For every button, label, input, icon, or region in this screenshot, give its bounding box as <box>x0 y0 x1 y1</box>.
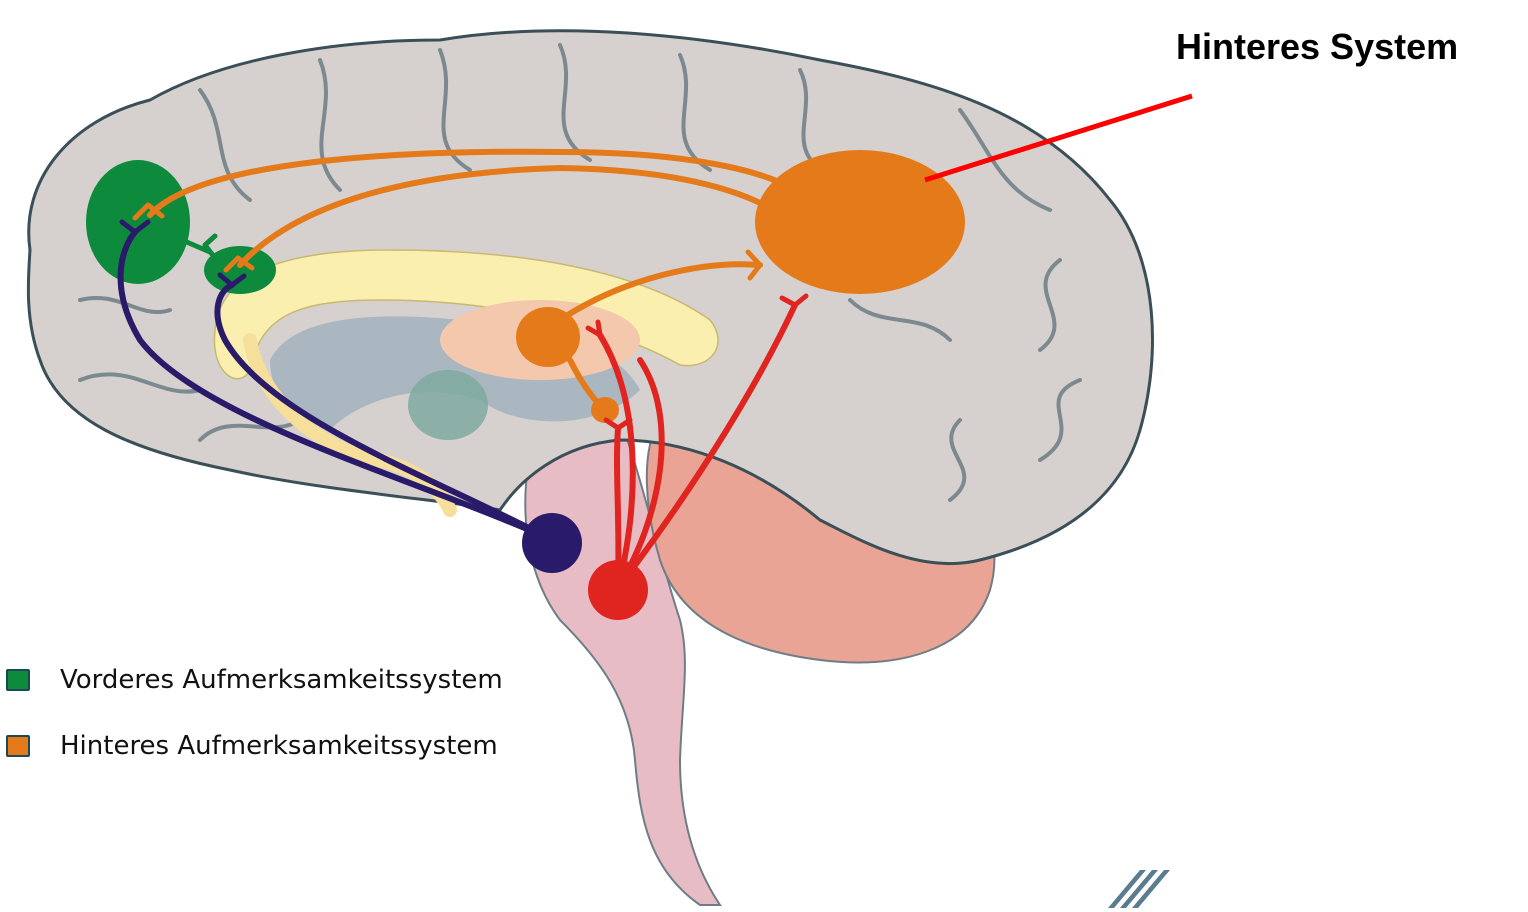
legend-label-posterior: Hinteres Aufmerksamkeitssystem <box>60 731 498 761</box>
legend-label-anterior: Vorderes Aufmerksamkeitssystem <box>60 665 503 695</box>
posterior-parietal-region <box>755 150 965 294</box>
legend-swatch-green <box>6 669 30 691</box>
diagram-title: Hinteres System <box>1176 26 1458 68</box>
anterior-cingulate-region <box>86 160 190 284</box>
legend-item-anterior: Vorderes Aufmerksamkeitssystem <box>6 662 503 698</box>
legend-item-posterior: Hinteres Aufmerksamkeitssystem <box>6 728 498 764</box>
prefrontal-region <box>204 246 276 294</box>
legend-swatch-orange <box>6 735 30 757</box>
logo-stripes <box>1108 870 1170 908</box>
basal-ganglia <box>408 370 488 440</box>
